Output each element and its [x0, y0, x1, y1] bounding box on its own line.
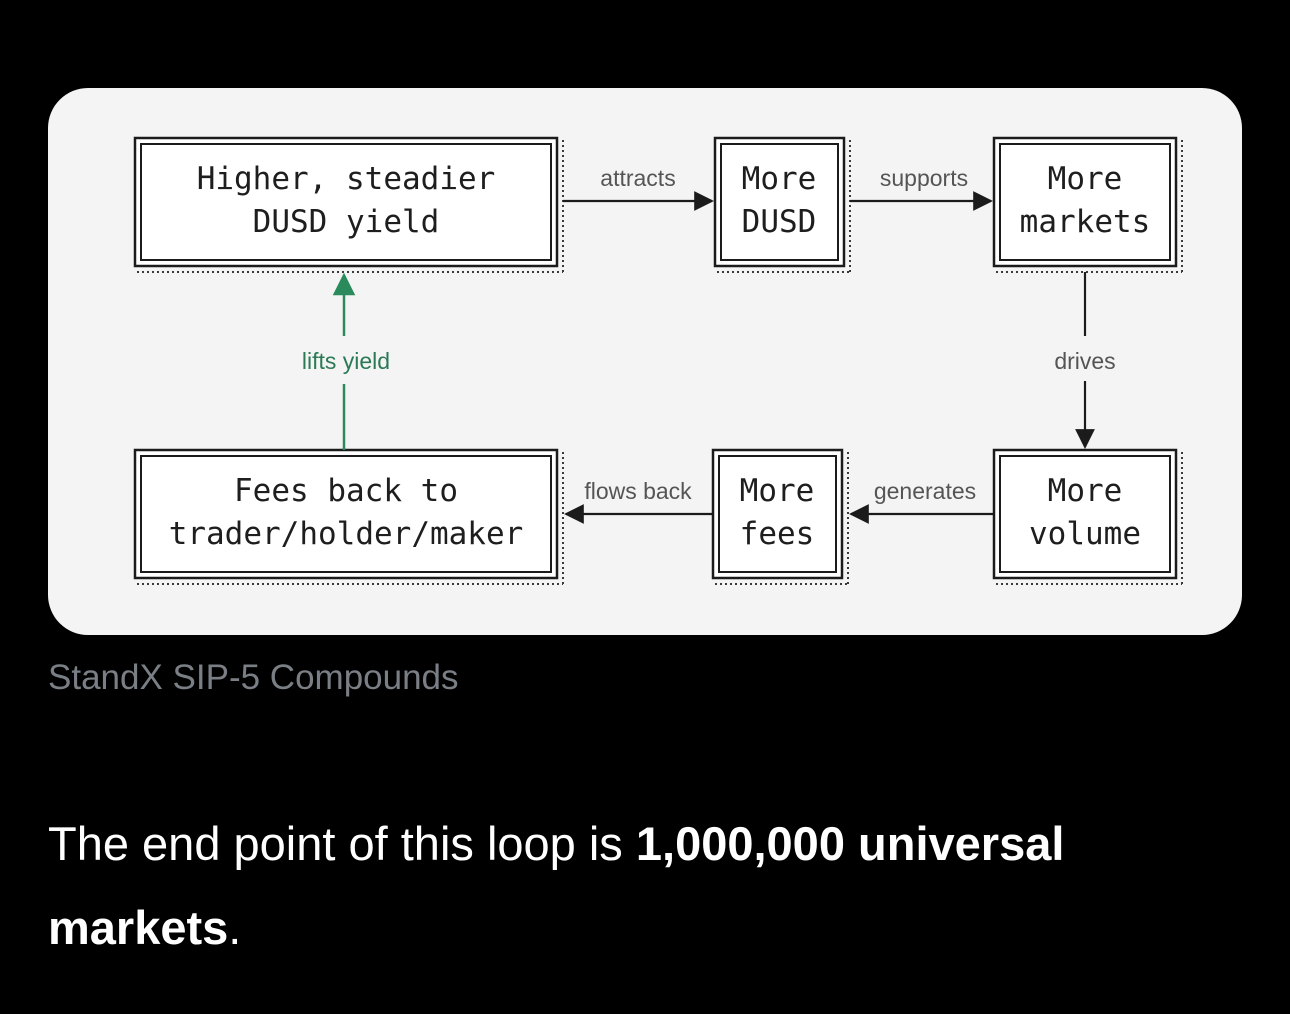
- post-text-highlight: 1,000,000 universal markets: [48, 817, 1065, 954]
- edge-flows-back: flows back: [564, 478, 713, 524]
- edge-lifts-yield-label: lifts yield: [302, 348, 390, 374]
- edge-generates: generates: [849, 478, 994, 524]
- diagram-card[interactable]: Higher, steadier DUSD yield More DUSD Mo…: [48, 88, 1242, 635]
- edge-generates-label: generates: [874, 478, 976, 504]
- edge-attracts-label: attracts: [600, 165, 675, 191]
- node-yield: Higher, steadier DUSD yield: [133, 136, 564, 273]
- node-volume-line-2: volume: [1029, 516, 1141, 552]
- edge-supports: supports: [850, 165, 993, 211]
- node-fees-back-line-2: trader/holder/maker: [169, 516, 524, 552]
- node-yield-line-2: DUSD yield: [253, 204, 440, 240]
- node-markets-line-2: markets: [1020, 204, 1151, 240]
- edge-drives: drives: [1054, 272, 1116, 449]
- node-dusd: More DUSD: [713, 136, 851, 273]
- node-fees-line-2: fees: [740, 516, 815, 552]
- edge-lifts-yield: lifts yield: [302, 272, 390, 450]
- node-markets: More markets: [992, 136, 1183, 273]
- node-dusd-line-2: DUSD: [742, 204, 817, 240]
- node-fees: More fees: [711, 448, 849, 585]
- edge-drives-label: drives: [1054, 348, 1115, 374]
- node-fees-back: Fees back to trader/holder/maker: [133, 448, 564, 585]
- edge-flows-back-label: flows back: [584, 478, 692, 504]
- edge-supports-label: supports: [880, 165, 968, 191]
- post-text: The end point of this loop is 1,000,000 …: [48, 802, 1238, 970]
- node-fees-line-1: More: [740, 473, 815, 509]
- node-volume-line-1: More: [1048, 473, 1123, 509]
- node-fees-back-line-1: Fees back to: [234, 473, 458, 509]
- post-text-start: The end point of this loop is: [48, 817, 636, 870]
- post-text-end: .: [228, 901, 242, 954]
- image-caption: StandX SIP-5 Compounds: [48, 658, 459, 697]
- node-yield-line-1: Higher, steadier: [197, 161, 496, 197]
- node-dusd-line-1: More: [742, 161, 817, 197]
- flywheel-diagram: Higher, steadier DUSD yield More DUSD Mo…: [133, 136, 1183, 585]
- node-markets-line-1: More: [1048, 161, 1123, 197]
- edge-attracts: attracts: [563, 165, 714, 211]
- node-volume: More volume: [992, 448, 1183, 585]
